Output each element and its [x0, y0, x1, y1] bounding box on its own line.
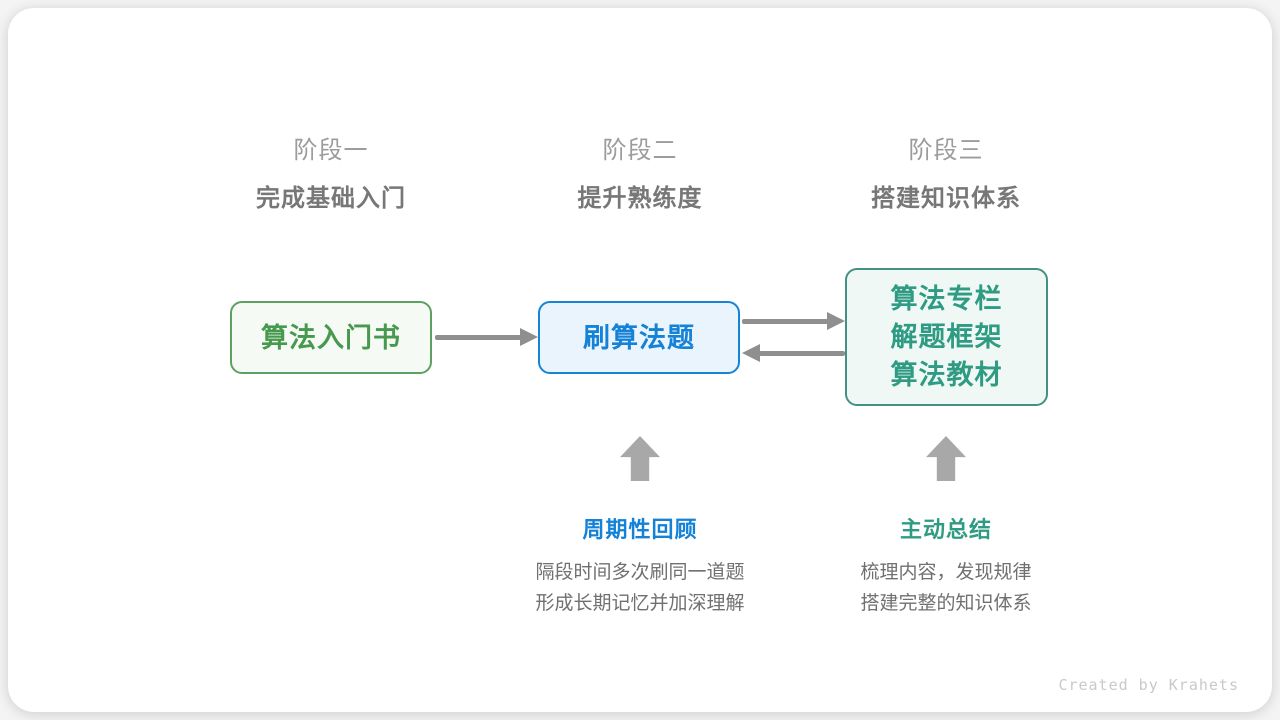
arrow-head-right-icon [520, 328, 538, 346]
stage-3-subtitle: 搭建知识体系 [871, 185, 1021, 212]
annotation-desc-line: 搭建完整的知识体系 [860, 593, 1032, 614]
annotation-desc-line: 梳理内容，发现规律 [860, 562, 1032, 583]
annotation-periodic-review-title: 周期性回顾 [582, 517, 698, 542]
arrow-shaft [742, 319, 828, 324]
credit-text: Created by Krahets [1058, 676, 1239, 694]
arrow-shaft [759, 351, 845, 356]
node-algorithm-intro-book: 算法入门书 [230, 301, 432, 374]
node-knowledge-sources: 算法专栏 解题框架 算法教材 [845, 268, 1048, 406]
stage-1-label: 阶段一 [293, 137, 369, 164]
node-label: 解题框架 [890, 322, 1003, 352]
stage-1-subtitle: 完成基础入门 [256, 185, 406, 212]
annotation-active-summary-title: 主动总结 [899, 517, 993, 542]
node-label: 算法专栏 [890, 284, 1003, 314]
arrow-head-right-icon [827, 312, 845, 330]
annotation-active-summary-desc: 梳理内容，发现规律 搭建完整的知识体系 [860, 557, 1031, 619]
node-label: 刷算法题 [583, 322, 695, 353]
diagram-canvas: 阶段一 完成基础入门 阶段二 提升熟练度 阶段三 搭建知识体系 算法入门书 刷算… [8, 8, 1272, 712]
annotation-periodic-review-desc: 隔段时间多次刷同一道题 形成长期记忆并加深理解 [535, 557, 744, 619]
up-arrow-icon [620, 436, 660, 481]
stage-2-subtitle: 提升熟练度 [577, 185, 703, 212]
annotation-desc-line: 隔段时间多次刷同一道题 [535, 562, 745, 583]
annotation-desc-line: 形成长期记忆并加深理解 [535, 593, 745, 614]
arrow-head-left-icon [742, 344, 760, 362]
up-arrow-icon [926, 436, 966, 481]
stage-2-label: 阶段二 [602, 137, 678, 164]
node-label: 算法入门书 [261, 322, 401, 353]
node-label: 算法教材 [890, 360, 1003, 390]
node-practice-problems: 刷算法题 [538, 301, 740, 374]
stage-3-label: 阶段三 [908, 137, 984, 164]
arrow-shaft [435, 335, 521, 340]
